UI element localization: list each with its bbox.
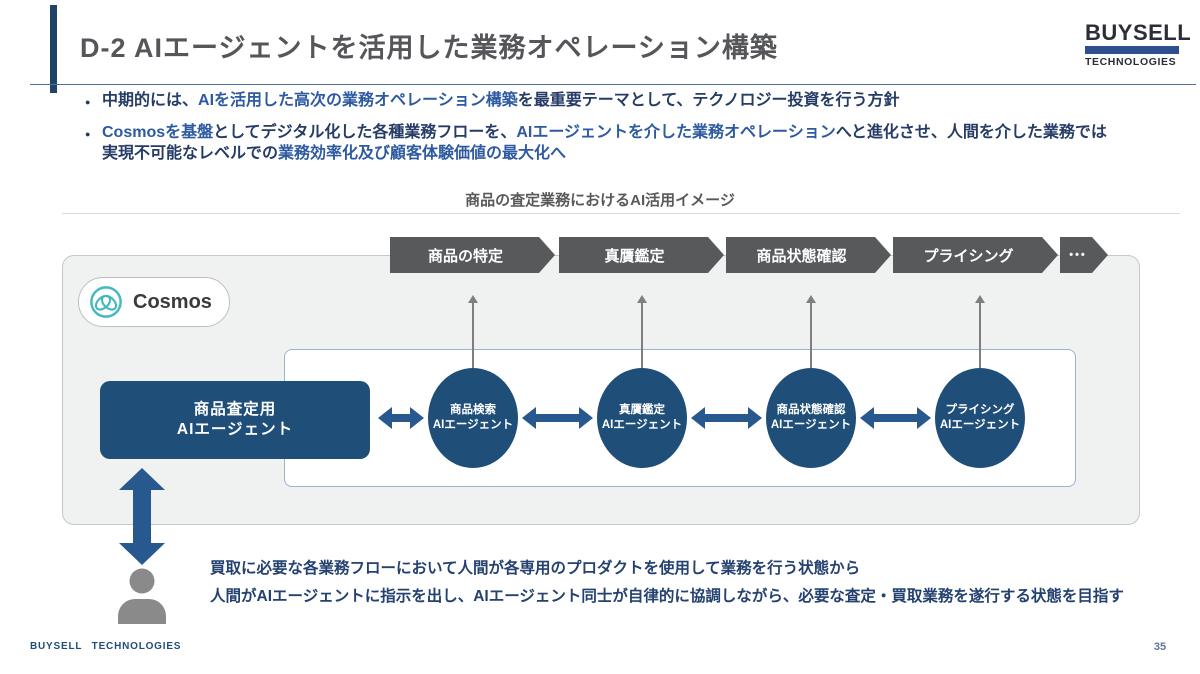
process-step-3: 商品状態確認 bbox=[726, 237, 891, 273]
buysell-logo-subtext: TECHNOLOGIES bbox=[1085, 56, 1177, 68]
buysell-logo: BUYSELL TECHNOLOGIES bbox=[1085, 20, 1192, 68]
bullet-item-2: Cosmosを基盤としてデジタル化した各種業務フローを、AIエージェントを介した… bbox=[85, 122, 1120, 164]
bullet-text: 中期的には、 bbox=[102, 92, 199, 109]
bullet-emphasis-text: AIを活用した高次の業務オペレーション構築 bbox=[198, 92, 518, 109]
page-title: D-2 AIエージェントを活用した業務オペレーション構築 bbox=[80, 33, 778, 63]
agent-circle-4: プライシング AIエージェント bbox=[935, 368, 1025, 468]
process-step-label: プライシング bbox=[923, 247, 1014, 265]
diagram-caption: 商品の査定業務におけるAI活用イメージ bbox=[465, 192, 735, 209]
bullet-item-1: 中期的には、AIを活用した高次の業務オペレーション構築を最重要テーマとして、テク… bbox=[85, 90, 1120, 113]
agent-label-line1: 商品状態確認 bbox=[776, 404, 846, 416]
up-arrow-icon-1 bbox=[468, 295, 478, 368]
process-step-label: 真贋鑑定 bbox=[604, 247, 665, 265]
main-agent-box: 商品査定用 AIエージェント bbox=[100, 381, 370, 459]
agent-circle-1: 商品検索 AIエージェント bbox=[428, 368, 518, 468]
main-agent-label-line2: AIエージェント bbox=[176, 421, 294, 438]
agent-label-line2: AIエージェント bbox=[939, 419, 1021, 431]
link-double-arrow-icon-3 bbox=[691, 406, 762, 435]
process-step-4: プライシング bbox=[893, 237, 1058, 273]
process-step-label: 商品状態確認 bbox=[756, 247, 847, 265]
link-double-arrow-icon-1 bbox=[378, 406, 424, 435]
title-accent-bar bbox=[50, 5, 57, 93]
up-arrow-icon-2 bbox=[637, 295, 647, 368]
bullet-text: へと進化させ、人間を介した業務では実現不可能なレベルでの bbox=[102, 124, 1107, 162]
process-step-2: 真贋鑑定 bbox=[559, 237, 724, 273]
caption-divider bbox=[62, 213, 1180, 214]
agent-label-line2: AIエージェント bbox=[770, 419, 852, 431]
main-agent-label-line1: 商品査定用 bbox=[193, 401, 277, 418]
link-double-arrow-icon-2 bbox=[522, 406, 593, 435]
page-number: 35 bbox=[1153, 641, 1167, 653]
footer-company: BUYSELL TECHNOLOGIES bbox=[30, 641, 182, 652]
person-icon bbox=[118, 568, 166, 624]
note-line-1: 買取に必要な各業務フローにおいて人間が各専用のプロダクトを使用して業務を行う状態… bbox=[210, 560, 861, 577]
note-line-2: 人間がAIエージェントに指示を出し、AIエージェント同士が自律的に協調しながら、… bbox=[210, 588, 1124, 605]
cosmos-badge: Cosmos bbox=[78, 277, 230, 327]
up-arrow-icon-4 bbox=[975, 295, 985, 368]
human-system-double-arrow-icon bbox=[119, 468, 165, 565]
buysell-logo-bar bbox=[1085, 46, 1179, 54]
bullet-list: 中期的には、AIを活用した高次の業務オペレーション構築を最重要テーマとして、テク… bbox=[85, 90, 1120, 175]
cosmos-label: Cosmos bbox=[133, 290, 212, 313]
bullet-text: としてデジタル化した各種業務フローを、 bbox=[213, 124, 517, 141]
agent-circle-2: 真贋鑑定 AIエージェント bbox=[597, 368, 687, 468]
agent-circle-3: 商品状態確認 AIエージェント bbox=[766, 368, 856, 468]
title-divider bbox=[30, 84, 1196, 85]
bullet-emphasis-text: AIエージェントを介した業務オペレーション bbox=[516, 124, 836, 141]
bottom-notes: 買取に必要な各業務フローにおいて人間が各専用のプロダクトを使用して業務を行う状態… bbox=[210, 560, 1170, 616]
up-arrow-icon-3 bbox=[806, 295, 816, 368]
bullet-emphasis-text: Cosmosを基盤 bbox=[102, 124, 214, 141]
ellipsis-icon: ••• bbox=[1069, 249, 1087, 261]
link-double-arrow-icon-4 bbox=[860, 406, 931, 435]
bullet-emphasis-text: 業務効率化及び顧客体験価値の最大化へ bbox=[278, 145, 567, 162]
buysell-logo-wordmark: BUYSELL bbox=[1085, 20, 1192, 45]
agent-label-line2: AIエージェント bbox=[601, 419, 683, 431]
agent-label-line1: 真贋鑑定 bbox=[619, 404, 665, 416]
process-step-label: 商品の特定 bbox=[427, 247, 503, 265]
agent-label-line2: AIエージェント bbox=[432, 419, 514, 431]
cosmos-logo-icon bbox=[90, 286, 122, 318]
agent-label-line1: プライシング bbox=[945, 404, 1015, 416]
agent-label-line1: 商品検索 bbox=[450, 404, 496, 416]
bullet-text: を最重要テーマとして、テクノロジー投資を行う方針 bbox=[517, 92, 900, 109]
process-step-1: 商品の特定 bbox=[390, 237, 555, 273]
